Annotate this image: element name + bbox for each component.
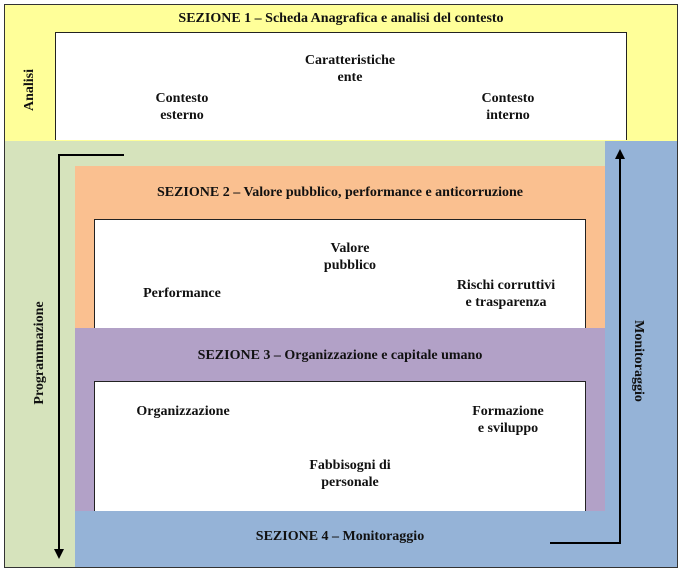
item-valore-pubblico: Valore pubblico bbox=[290, 240, 410, 274]
section4-band bbox=[75, 511, 605, 567]
section3-title: SEZIONE 3 – Organizzazione e capitale um… bbox=[197, 348, 483, 363]
diagram-frame bbox=[4, 4, 678, 568]
item-contesto-esterno: Contesto esterno bbox=[122, 90, 242, 124]
item-line: Organizzazione bbox=[136, 404, 230, 419]
item-line: esterno bbox=[160, 108, 204, 123]
item-line: Contesto bbox=[155, 91, 209, 106]
item-formazione-sviluppo: Formazione e sviluppo bbox=[448, 403, 568, 437]
item-line: e sviluppo bbox=[477, 421, 539, 436]
item-fabbisogni-personale: Fabbisogni di personale bbox=[280, 457, 420, 491]
item-organizzazione: Organizzazione bbox=[118, 403, 248, 420]
item-line: interno bbox=[486, 108, 530, 123]
item-line: Contesto bbox=[481, 91, 535, 106]
item-line: pubblico bbox=[323, 258, 377, 273]
section2-title: SEZIONE 2 – Valore pubblico, performance… bbox=[156, 185, 524, 200]
item-contesto-interno: Contesto interno bbox=[448, 90, 568, 124]
section1-title: SEZIONE 1 – Scheda Anagrafica e analisi … bbox=[178, 11, 504, 26]
item-line: Valore bbox=[330, 241, 370, 256]
item-line: Caratteristiche bbox=[304, 53, 396, 68]
monitoraggio-band bbox=[605, 141, 677, 567]
item-line: personale bbox=[321, 475, 379, 490]
section2-white-box bbox=[94, 219, 586, 328]
item-line: Formazione bbox=[472, 404, 544, 419]
programmazione-top-strip bbox=[75, 141, 605, 166]
item-line: Fabbisogni di bbox=[309, 458, 391, 473]
section1-white-box bbox=[55, 32, 627, 140]
item-performance: Performance bbox=[122, 285, 242, 302]
monitoraggio-arrow bbox=[550, 149, 625, 544]
item-line: ente bbox=[337, 70, 363, 85]
item-line: Rischi corruttivi bbox=[456, 278, 556, 293]
item-line: e trasparenza bbox=[465, 295, 547, 310]
item-line: Performance bbox=[143, 286, 221, 301]
item-caratteristiche-ente: Caratteristiche ente bbox=[280, 52, 420, 86]
section4-title: SEZIONE 4 – Monitoraggio bbox=[255, 529, 425, 544]
programmazione-arrow bbox=[54, 154, 124, 559]
programmazione-band bbox=[5, 141, 75, 567]
item-rischi-corruttivi: Rischi corruttivi e trasparenza bbox=[436, 277, 576, 311]
section3-white-box bbox=[94, 381, 586, 511]
